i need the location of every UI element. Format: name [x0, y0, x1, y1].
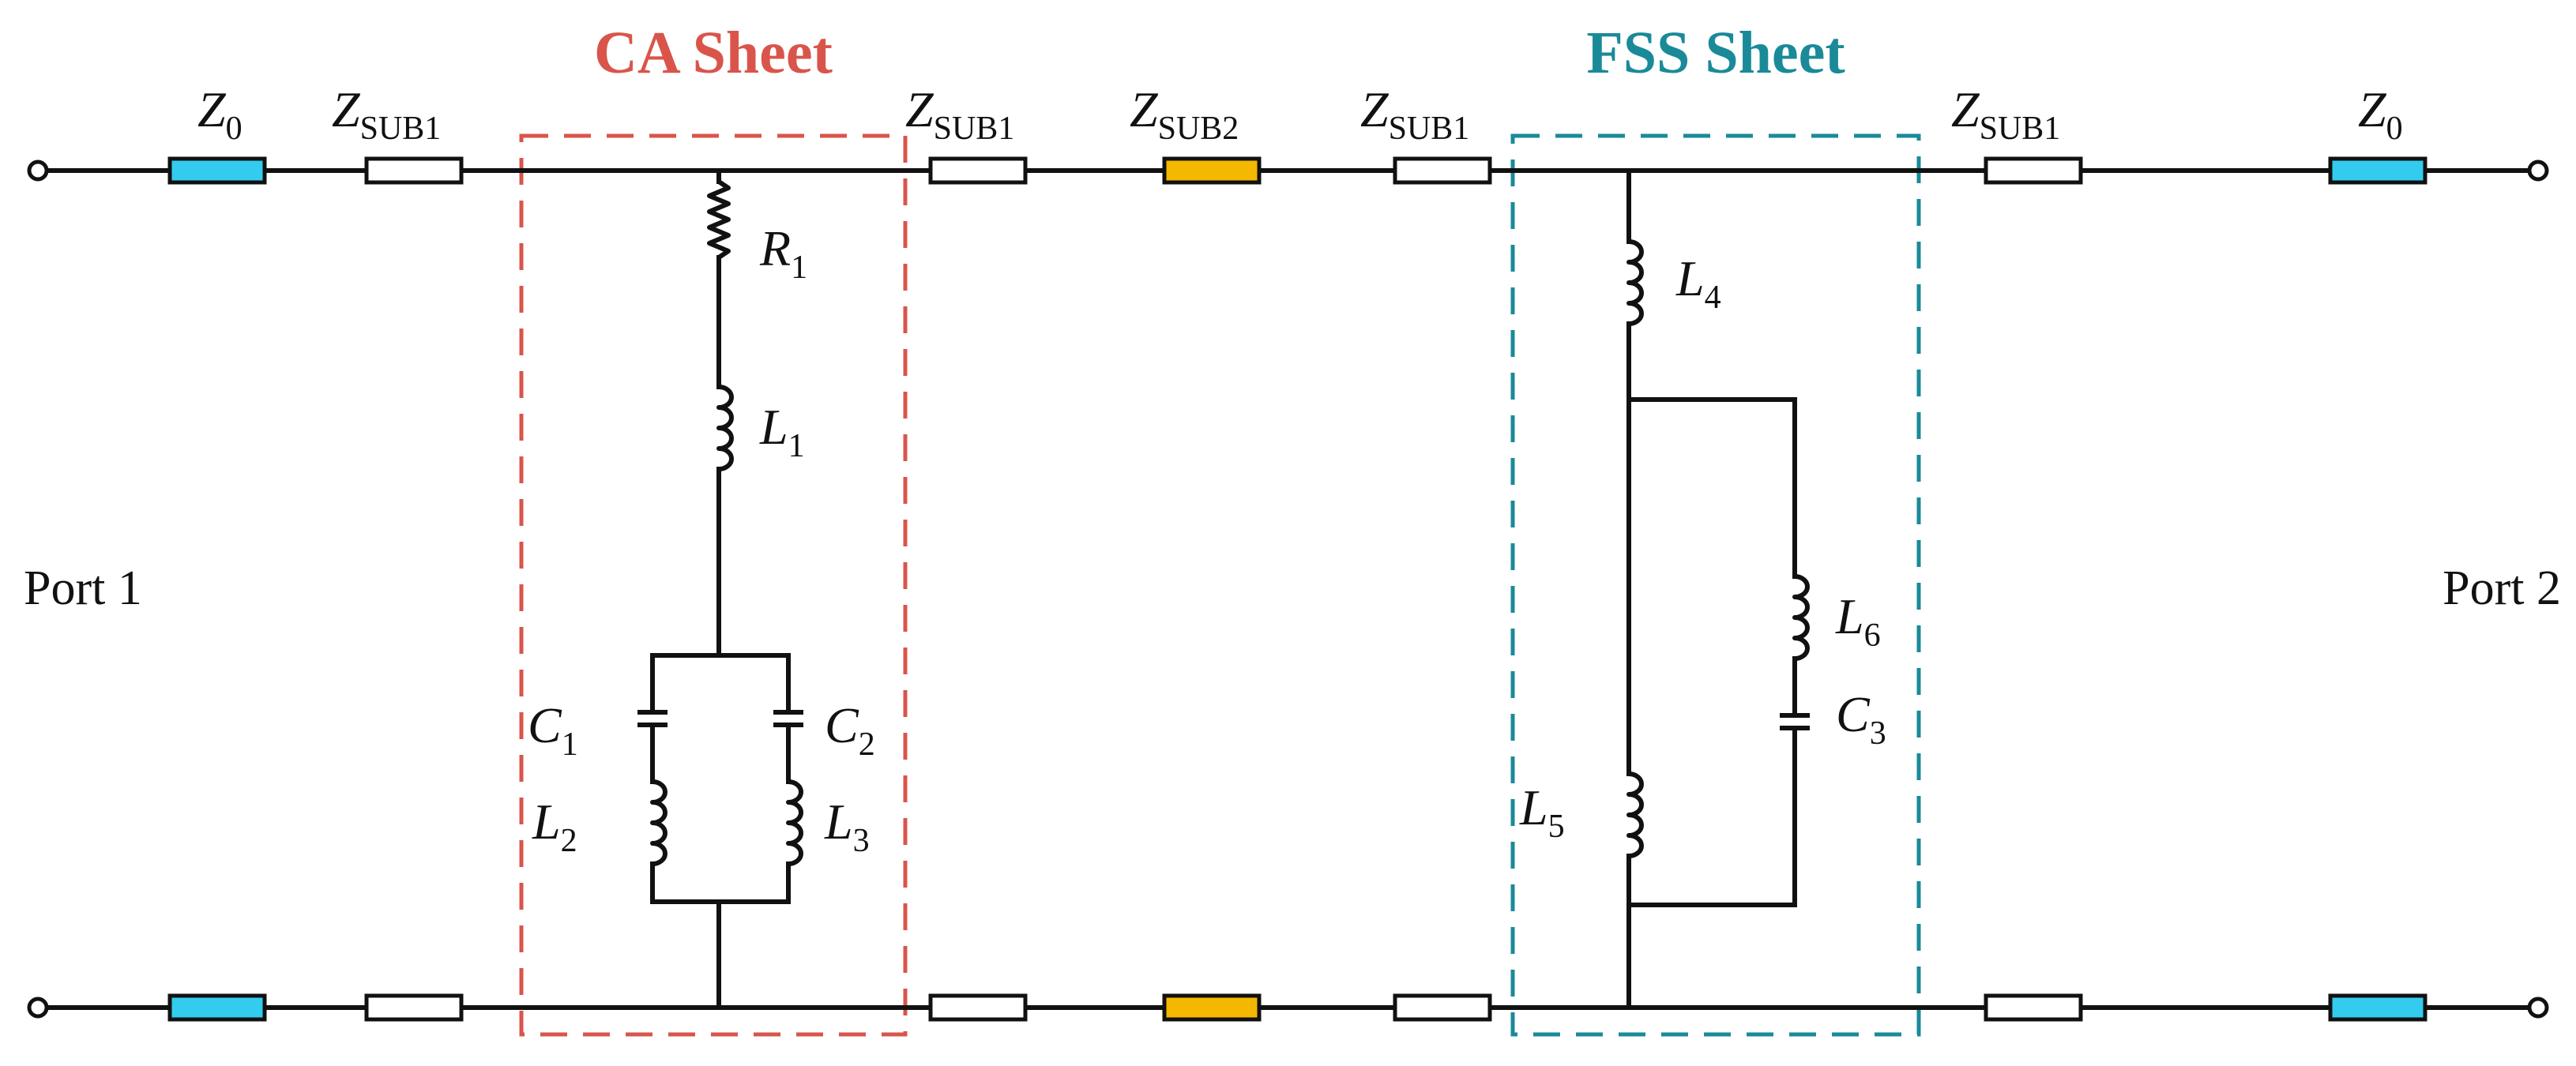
- port1-bottom-terminal: [27, 997, 49, 1019]
- zsub2-top-box: [1162, 156, 1262, 185]
- l2-inductor: [650, 779, 668, 866]
- l4-label: L4: [1675, 250, 1721, 316]
- zsub1-a-bottom-box: [364, 993, 464, 1022]
- z0-right-top-box: [2328, 156, 2427, 185]
- port1-label: Port 1: [24, 561, 142, 615]
- port2-bottom-terminal: [2527, 997, 2549, 1019]
- l3-label: L3: [824, 794, 870, 859]
- zsub1-c-top-box: [1393, 156, 1492, 185]
- l6-label: L6: [1835, 588, 1881, 654]
- l6-inductor: [1792, 574, 1810, 661]
- fss-sheet-frame: [1510, 133, 1921, 1037]
- ca-sheet-frame: [519, 133, 908, 1037]
- zsub1-b-bottom-box: [928, 993, 1028, 1022]
- port2-label: Port 2: [2442, 561, 2561, 615]
- r1-resistor: [707, 179, 731, 260]
- l1-label: L1: [759, 399, 805, 464]
- zsub1-d-bottom-box: [1984, 993, 2083, 1022]
- r1-label: R1: [759, 220, 807, 286]
- z0-left-label: Z0: [197, 81, 243, 147]
- l1-inductor: [716, 385, 734, 471]
- z0-right-bottom-box: [2328, 993, 2427, 1022]
- fss-sheet-title: FSS Sheet: [1586, 20, 1845, 86]
- l3-inductor: [786, 779, 803, 866]
- zsub1-c-label: ZSUB1: [1360, 81, 1469, 147]
- ca-sheet-title: CA Sheet: [594, 20, 833, 86]
- zsub2-label: ZSUB2: [1130, 81, 1239, 147]
- port2-top-terminal: [2527, 160, 2549, 182]
- l5-label: L5: [1519, 779, 1565, 845]
- c3-label: C3: [1836, 686, 1886, 752]
- l4-inductor: [1626, 239, 1644, 326]
- z0-left-top-box: [167, 156, 267, 185]
- zsub1-c-bottom-box: [1393, 993, 1492, 1022]
- zsub2-bottom-box: [1162, 993, 1262, 1022]
- zsub1-b-label: ZSUB1: [905, 81, 1014, 147]
- port1-top-terminal: [27, 160, 49, 182]
- zsub1-d-top-box: [1984, 156, 2083, 185]
- z0-left-bottom-box: [167, 993, 267, 1022]
- zsub1-b-top-box: [928, 156, 1028, 185]
- l2-label: L2: [532, 794, 577, 859]
- z0-right-label: Z0: [2358, 81, 2403, 147]
- c2-label: C2: [825, 697, 875, 763]
- zsub1-a-top-box: [364, 156, 464, 185]
- zsub1-a-label: ZSUB1: [332, 81, 441, 147]
- zsub1-d-label: ZSUB1: [1951, 81, 2060, 147]
- c1-label: C1: [528, 697, 578, 763]
- l5-inductor: [1626, 771, 1644, 858]
